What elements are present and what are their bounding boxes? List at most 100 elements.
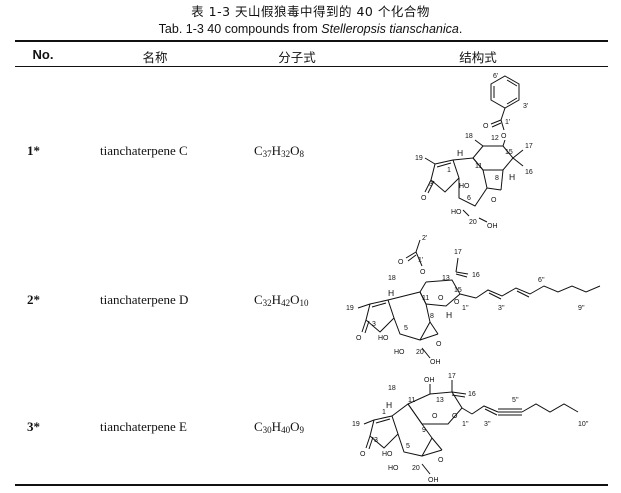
s2-label-9pp: 9''	[578, 305, 585, 312]
s3-label-17: 17	[448, 373, 456, 380]
s2-label-20: 20	[416, 349, 424, 356]
s1-label-3p: 3'	[523, 103, 528, 110]
s3-label-5: 5	[406, 443, 410, 450]
s3-label-10pp: 10''	[578, 421, 588, 428]
s3-side-chain	[471, 405, 499, 415]
s1-label-ho1: HO	[459, 183, 470, 190]
s2-label-1pp: 1''	[462, 305, 469, 312]
s3-label-18: 18	[388, 385, 396, 392]
header-structure: 结构式	[459, 50, 497, 65]
s2-label-5: 5	[404, 325, 408, 332]
s3-label-19: 19	[352, 421, 360, 428]
header-no: No.	[32, 47, 54, 62]
s2-label-o3: O	[454, 299, 460, 306]
s2-label-18: 18	[388, 275, 396, 282]
s3-label-1pp: 1''	[462, 421, 469, 428]
row-2-number: 2*	[27, 292, 40, 307]
s3-label-o1: O	[432, 413, 438, 420]
s3-label-h1: H	[386, 400, 392, 410]
s1-label-h1: H	[457, 148, 463, 158]
s2-seven-ring	[387, 291, 431, 341]
s2-diene-chain	[475, 285, 601, 299]
row-1-name: tianchaterpene C	[100, 143, 188, 158]
s3-label-oh1: OH	[424, 377, 435, 384]
s2-label-3: 3	[372, 321, 376, 328]
s1-label-18: 18	[465, 133, 473, 140]
table-top-rule	[15, 40, 608, 42]
s2-label-3pp: 3''	[498, 305, 505, 312]
structure-3-diagram: OH 17 16 18 11 13 H O O 1'' 3'' 5'' 10''…	[352, 373, 588, 484]
table-header-rule	[15, 66, 608, 67]
s1-cyclopentenone	[430, 159, 460, 193]
caption-prefix: Tab. 1-3 40 compounds from	[158, 22, 322, 36]
s3-label-o2: O	[452, 413, 458, 420]
row-1-number: 1*	[27, 143, 40, 158]
s1-label-19: 19	[415, 155, 423, 162]
s3-label-o3: O	[360, 451, 366, 458]
s1-label-ho2: HO	[451, 209, 462, 216]
s3-label-20: 20	[412, 465, 420, 472]
s3-label-11: 11	[408, 397, 415, 404]
s2-label-h2: H	[446, 310, 452, 320]
s1-label-o-epoxide: O	[491, 197, 497, 204]
s1-label-15: 15	[505, 149, 513, 156]
s1-label-11: 11	[475, 163, 482, 170]
s3-label-o4: O	[438, 457, 444, 464]
s2-label-16: 16	[472, 272, 480, 279]
s2-label-o5: O	[436, 341, 442, 348]
s3-label-1: 1	[382, 409, 386, 416]
s3-label-ho1: HO	[382, 451, 393, 458]
s1-label-6p: 6'	[493, 73, 498, 80]
s2-label-19: 19	[346, 305, 354, 312]
s2-label-ho1: HO	[378, 335, 389, 342]
s1-label-12: 12	[491, 135, 499, 142]
row-3-formula: C30H40O9	[254, 419, 304, 435]
s2-label-17: 17	[454, 249, 462, 256]
s3-cyclopentenone	[369, 415, 399, 449]
s1-label-17: 17	[525, 143, 533, 150]
s1-label-h2: H	[509, 172, 515, 182]
s1-benzene-ring	[490, 75, 520, 109]
s3-label-oh2: OH	[428, 477, 439, 484]
s2-label-8: 8	[430, 313, 434, 320]
s1-label-20: 20	[469, 219, 477, 226]
header-name: 名称	[142, 50, 168, 65]
header-formula: 分子式	[278, 50, 316, 65]
s1-label-o-carbonyl: O	[483, 123, 489, 130]
s2-label-6pp: 6''	[538, 277, 545, 284]
s1-label-8: 8	[495, 175, 499, 182]
s3-label-3pp: 3''	[484, 421, 491, 428]
s3-label-3: 3	[374, 437, 378, 444]
s2-label-o4: O	[356, 335, 362, 342]
row-3-name: tianchaterpene E	[100, 419, 187, 434]
s3-label-9: 9	[422, 427, 426, 434]
s2-label-ho2: HO	[394, 349, 405, 356]
s3-label-13: 13	[436, 397, 444, 404]
s3-label-ho2: HO	[388, 465, 399, 472]
s1-label-1: 1	[447, 167, 451, 174]
s1-label-3: 3	[429, 181, 433, 188]
s2-label-o-ester: O	[420, 269, 426, 276]
s2-label-15: 15	[454, 287, 462, 294]
s2-cyclopentenone	[365, 299, 395, 333]
s1-label-o-ester: O	[501, 133, 507, 140]
table-caption-chinese: 表 1-3 天山假狼毒中得到的 40 个化合物	[191, 4, 430, 19]
s2-label-2p: 2'	[422, 235, 427, 242]
s2-label-oh: OH	[430, 359, 441, 366]
s1-label-1p: 1'	[505, 119, 510, 126]
s1-label-oh: OH	[487, 223, 498, 230]
s2-label-11: 11	[422, 295, 429, 302]
table-bottom-rule	[15, 484, 608, 486]
table-caption-english: Tab. 1-3 40 compounds from Stelleropsis …	[0, 22, 621, 36]
s3-label-16: 16	[468, 391, 476, 398]
s2-label-h1: H	[388, 288, 394, 298]
s2-label-1p: 1'	[418, 257, 423, 264]
s3-seven-ring	[391, 403, 433, 457]
s2-label-o-carbonyl: O	[398, 259, 404, 266]
row-2-name: tianchaterpene D	[100, 292, 189, 307]
caption-suffix: .	[458, 22, 463, 36]
s2-label-13: 13	[442, 275, 450, 282]
s1-label-16: 16	[525, 169, 533, 176]
row-3-number: 3*	[27, 419, 40, 434]
s2-label-o2: O	[438, 295, 444, 302]
